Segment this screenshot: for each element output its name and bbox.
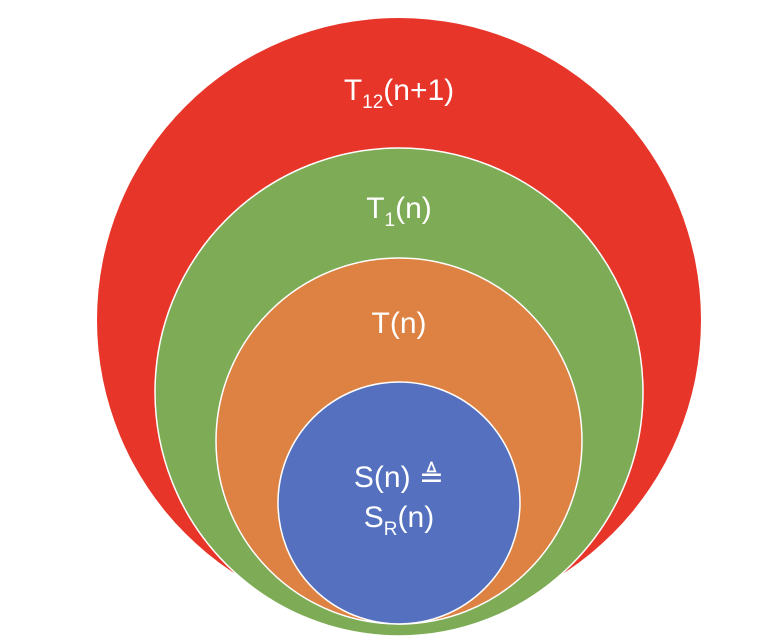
set-s-label-line1: S(n) ≜ bbox=[354, 461, 444, 494]
set-t-label: T(n) bbox=[372, 307, 427, 340]
set-s-circle bbox=[277, 381, 521, 625]
set-t1-label: T1(n) bbox=[366, 192, 432, 231]
set-t12-label: T12(n+1) bbox=[344, 74, 454, 113]
set-s-label-line2: SR(n) bbox=[364, 501, 434, 540]
